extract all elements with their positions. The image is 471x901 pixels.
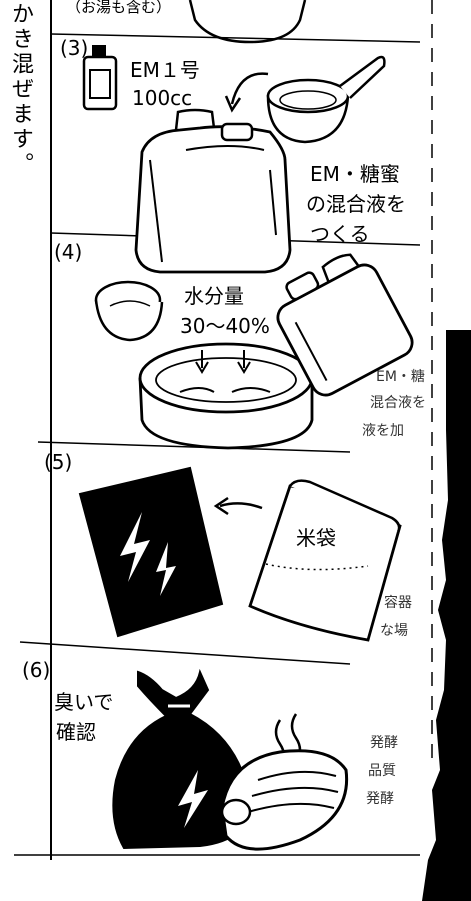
bowl-label-1: 水分量 <box>184 284 244 308</box>
panel-number-6: (6) <box>22 658 51 682</box>
arrow-icon <box>230 72 269 105</box>
rice-bag-icon <box>248 479 402 642</box>
left-column-text: かき混ぜます。 <box>8 2 33 177</box>
rice-bag-label: 米袋 <box>296 526 336 550</box>
panel6-caption-2: 確認 <box>56 720 96 744</box>
panel6-side-1: 発酵 <box>370 735 398 751</box>
panel3-caption-2: の混合液を <box>306 192 406 216</box>
bowl-icon <box>94 280 164 342</box>
panel4-side-2: 混合液を <box>370 395 426 411</box>
panel6-caption-1: 臭いで <box>54 690 114 714</box>
bowl-label-2: 30〜40% <box>180 314 270 338</box>
bottle-label-2: 100cc <box>132 86 193 110</box>
em-bottle-icon <box>82 45 118 111</box>
top-caption: （お湯も含む） <box>66 0 172 16</box>
panel6-side-2: 品質 <box>368 763 396 779</box>
panel5-side-1: 容器 <box>384 595 412 611</box>
bottle-label-1: EM１号 <box>130 58 200 82</box>
tub-icon <box>138 342 314 450</box>
panel3-caption-1: EM・糖蜜 <box>310 162 400 186</box>
panel-number-5: (5) <box>44 450 73 474</box>
panel3-caption-3: つくる <box>310 222 370 246</box>
panel4-side-3: 液を加 <box>362 423 404 439</box>
saucepan-icon <box>266 55 386 144</box>
panel4-side-1: EM・糖 <box>376 369 425 385</box>
panel-number-4: (4) <box>54 240 83 264</box>
panel-number-3: (3) <box>60 36 89 60</box>
panel5-side-2: な場 <box>380 623 408 639</box>
bag-icon <box>78 466 224 638</box>
jerrycan-icon <box>134 108 292 274</box>
hot-pack-icon <box>220 749 349 851</box>
panel6-side-3: 発酵 <box>366 791 394 807</box>
jerrycan-pour-icon <box>276 253 414 397</box>
